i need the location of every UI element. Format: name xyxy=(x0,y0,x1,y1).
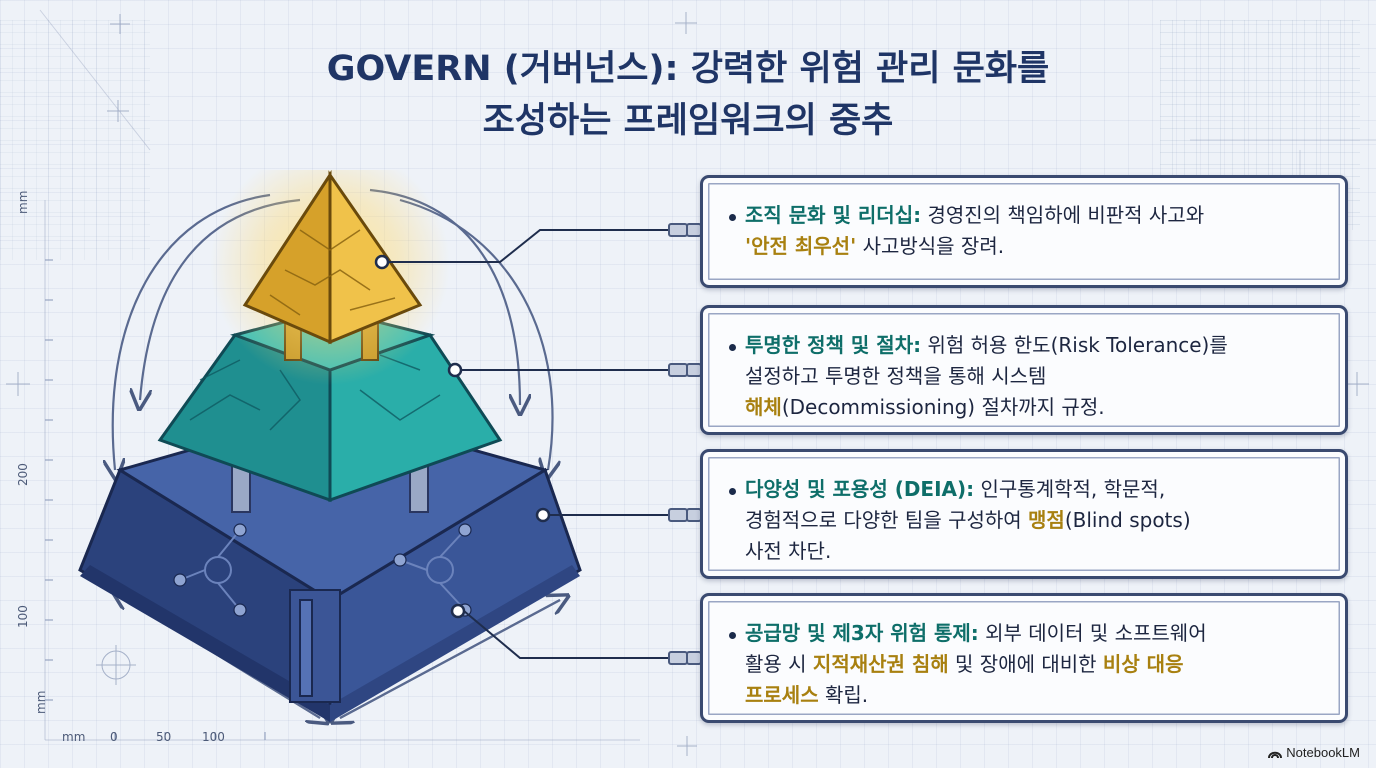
card-connector-2 xyxy=(668,363,688,377)
card-highlight: 지적재산권 침해 xyxy=(812,652,949,676)
card-line: '안전 최우선' 사고방식을 장려. xyxy=(745,231,1323,262)
card-connector-1 xyxy=(668,223,688,237)
bullet-icon xyxy=(729,214,736,221)
card-text: 확립. xyxy=(818,683,869,707)
background-grid-patch-left xyxy=(0,20,150,260)
card-diversity-inclusion: 다양성 및 포용성 (DEIA): 인구통계학적, 학문적,경험적으로 다양한 … xyxy=(700,449,1348,579)
card-line: 설정하고 투명한 정책을 통해 시스템 xyxy=(745,361,1323,392)
card-line: 해체(Decommissioning) 절차까지 규정. xyxy=(745,392,1323,423)
card-highlight: 비상 대응 xyxy=(1102,652,1184,676)
bullet-icon xyxy=(729,488,736,495)
card-line: 투명한 정책 및 절차: 위험 허용 한도(Risk Tolerance)를 xyxy=(745,330,1323,361)
bullet-icon xyxy=(729,344,736,351)
card-line: 경험적으로 다양한 팀을 구성하여 맹점(Blind spots) xyxy=(745,505,1323,536)
ruler-unit-bottom: mm xyxy=(62,730,86,744)
ruler-tick-bottom-100: 100 xyxy=(202,730,225,744)
card-heading: 다양성 및 포용성 (DEIA): xyxy=(745,477,975,501)
card-line: 다양성 및 포용성 (DEIA): 인구통계학적, 학문적, xyxy=(745,474,1323,505)
card-culture-leadership: 조직 문화 및 리더십: 경영진의 책임하에 비판적 사고와'안전 최우선' 사… xyxy=(700,175,1348,288)
card-connector-4 xyxy=(668,651,688,665)
card-highlight: 해체 xyxy=(745,395,782,419)
card-text: 및 장애에 대비한 xyxy=(948,652,1103,676)
notebooklm-logo-icon xyxy=(1268,751,1283,758)
card-highlight: '안전 최우선' xyxy=(745,234,857,258)
card-connector-3 xyxy=(668,508,688,522)
card-text: 사전 차단. xyxy=(745,539,832,563)
card-line: 공급망 및 제3자 위험 통제: 외부 데이터 및 소프트웨어 xyxy=(745,618,1323,649)
card-highlight: 프로세스 xyxy=(745,683,819,707)
card-line: 프로세스 확립. xyxy=(745,680,1323,711)
card-line: 사전 차단. xyxy=(745,536,1323,567)
card-text: 경험적으로 다양한 팀을 구성하여 xyxy=(745,508,1029,532)
card-line: 활용 시 지적재산권 침해 및 장애에 대비한 비상 대응 xyxy=(745,649,1323,680)
page-title-line-2: 조성하는 프레임워크의 중추 xyxy=(482,101,894,141)
ruler-tick-bottom-50: 50 xyxy=(156,730,172,744)
card-heading: 조직 문화 및 리더십: xyxy=(745,203,922,227)
card-text: 위험 허용 한도(Risk Tolerance)를 xyxy=(921,333,1228,357)
card-text: 사고방식을 장려. xyxy=(856,234,1005,258)
card-text: 활용 시 xyxy=(745,652,813,676)
card-text: (Blind spots) xyxy=(1064,508,1191,532)
card-heading: 공급망 및 제3자 위험 통제: xyxy=(745,621,979,645)
card-line: 조직 문화 및 리더십: 경영진의 책임하에 비판적 사고와 xyxy=(745,200,1323,231)
brand-label: NotebookLM xyxy=(1286,745,1360,760)
ruler-tick-bottom-0: 0 xyxy=(110,730,118,744)
notebooklm-brand: NotebookLM xyxy=(1268,745,1360,760)
page-title-line-1: GOVERN (거버넌스): 강력한 위험 관리 문화를 xyxy=(326,49,1050,89)
card-text: 경영진의 책임하에 비판적 사고와 xyxy=(921,203,1205,227)
bullet-icon xyxy=(729,632,736,639)
card-highlight: 맹점 xyxy=(1028,508,1065,532)
pyramid-illustration xyxy=(78,170,582,730)
card-text: (Decommissioning) 절차까지 규정. xyxy=(781,395,1105,419)
card-heading: 투명한 정책 및 절차: xyxy=(745,333,922,357)
card-text: 설정하고 투명한 정책을 통해 시스템 xyxy=(745,364,1047,388)
card-text: 외부 데이터 및 소프트웨어 xyxy=(978,621,1207,645)
card-text: 인구통계학적, 학문적, xyxy=(974,477,1166,501)
